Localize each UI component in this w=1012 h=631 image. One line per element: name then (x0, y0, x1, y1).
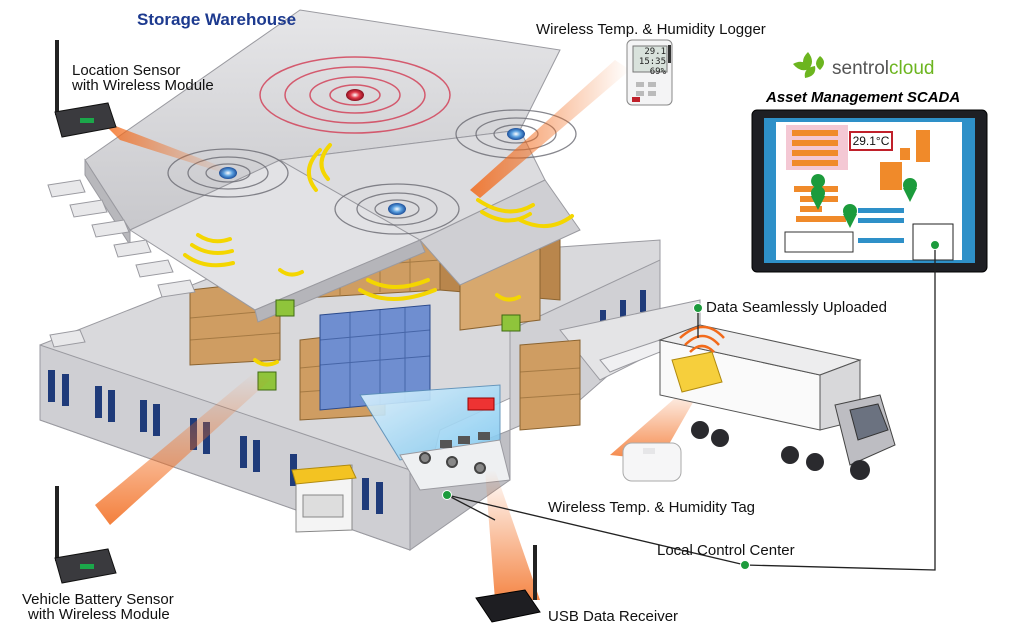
diagram-title: Storage Warehouse (137, 10, 297, 29)
sentrolcloud-logo-mark (793, 52, 824, 78)
logger-display-line2: 15:35 69% (638, 57, 666, 77)
control-center-label: Local Control Center (657, 542, 795, 559)
brand-prefix: sentrol (832, 58, 890, 79)
logger-display-line1: 29.1 (644, 47, 666, 57)
brand-suffix: cloud (889, 58, 935, 79)
usb-receiver-label: USB Data Receiver (548, 608, 679, 625)
scada-temperature-readout: 29.1°C (849, 131, 893, 151)
location-sensor-label-line2: with Wireless Module (72, 77, 214, 94)
entrance-kiosk (291, 464, 357, 533)
control-room (359, 384, 511, 491)
wireless-waves (183, 143, 574, 367)
vehicle-sensor-device (54, 486, 117, 584)
vehicle-sensor-label-line1: Vehicle Battery Sensor (22, 591, 174, 608)
logger-display: 29.1 15:35 69% (636, 47, 666, 77)
logger-label: Wireless Temp. & Humidity Logger (536, 21, 766, 38)
scada-monitor (751, 109, 988, 273)
tag-device (622, 442, 682, 482)
vehicle-sensor-label-line2: with Wireless Module (28, 606, 170, 623)
scada-title: Asset Management SCADA (766, 89, 961, 106)
location-sensor-device (54, 40, 117, 138)
connector-dots (442, 240, 940, 570)
data-uploaded-label: Data Seamlessly Uploaded (706, 299, 887, 316)
signal-beams (95, 60, 700, 600)
tag-label: Wireless Temp. & Humidity Tag (548, 499, 756, 516)
truck (658, 324, 896, 480)
logger-device (626, 39, 673, 106)
brand-name: sentrolcloud (832, 58, 934, 80)
usb-receiver-device (475, 545, 541, 623)
location-sensor-label-line1: Location Sensor (72, 62, 181, 79)
